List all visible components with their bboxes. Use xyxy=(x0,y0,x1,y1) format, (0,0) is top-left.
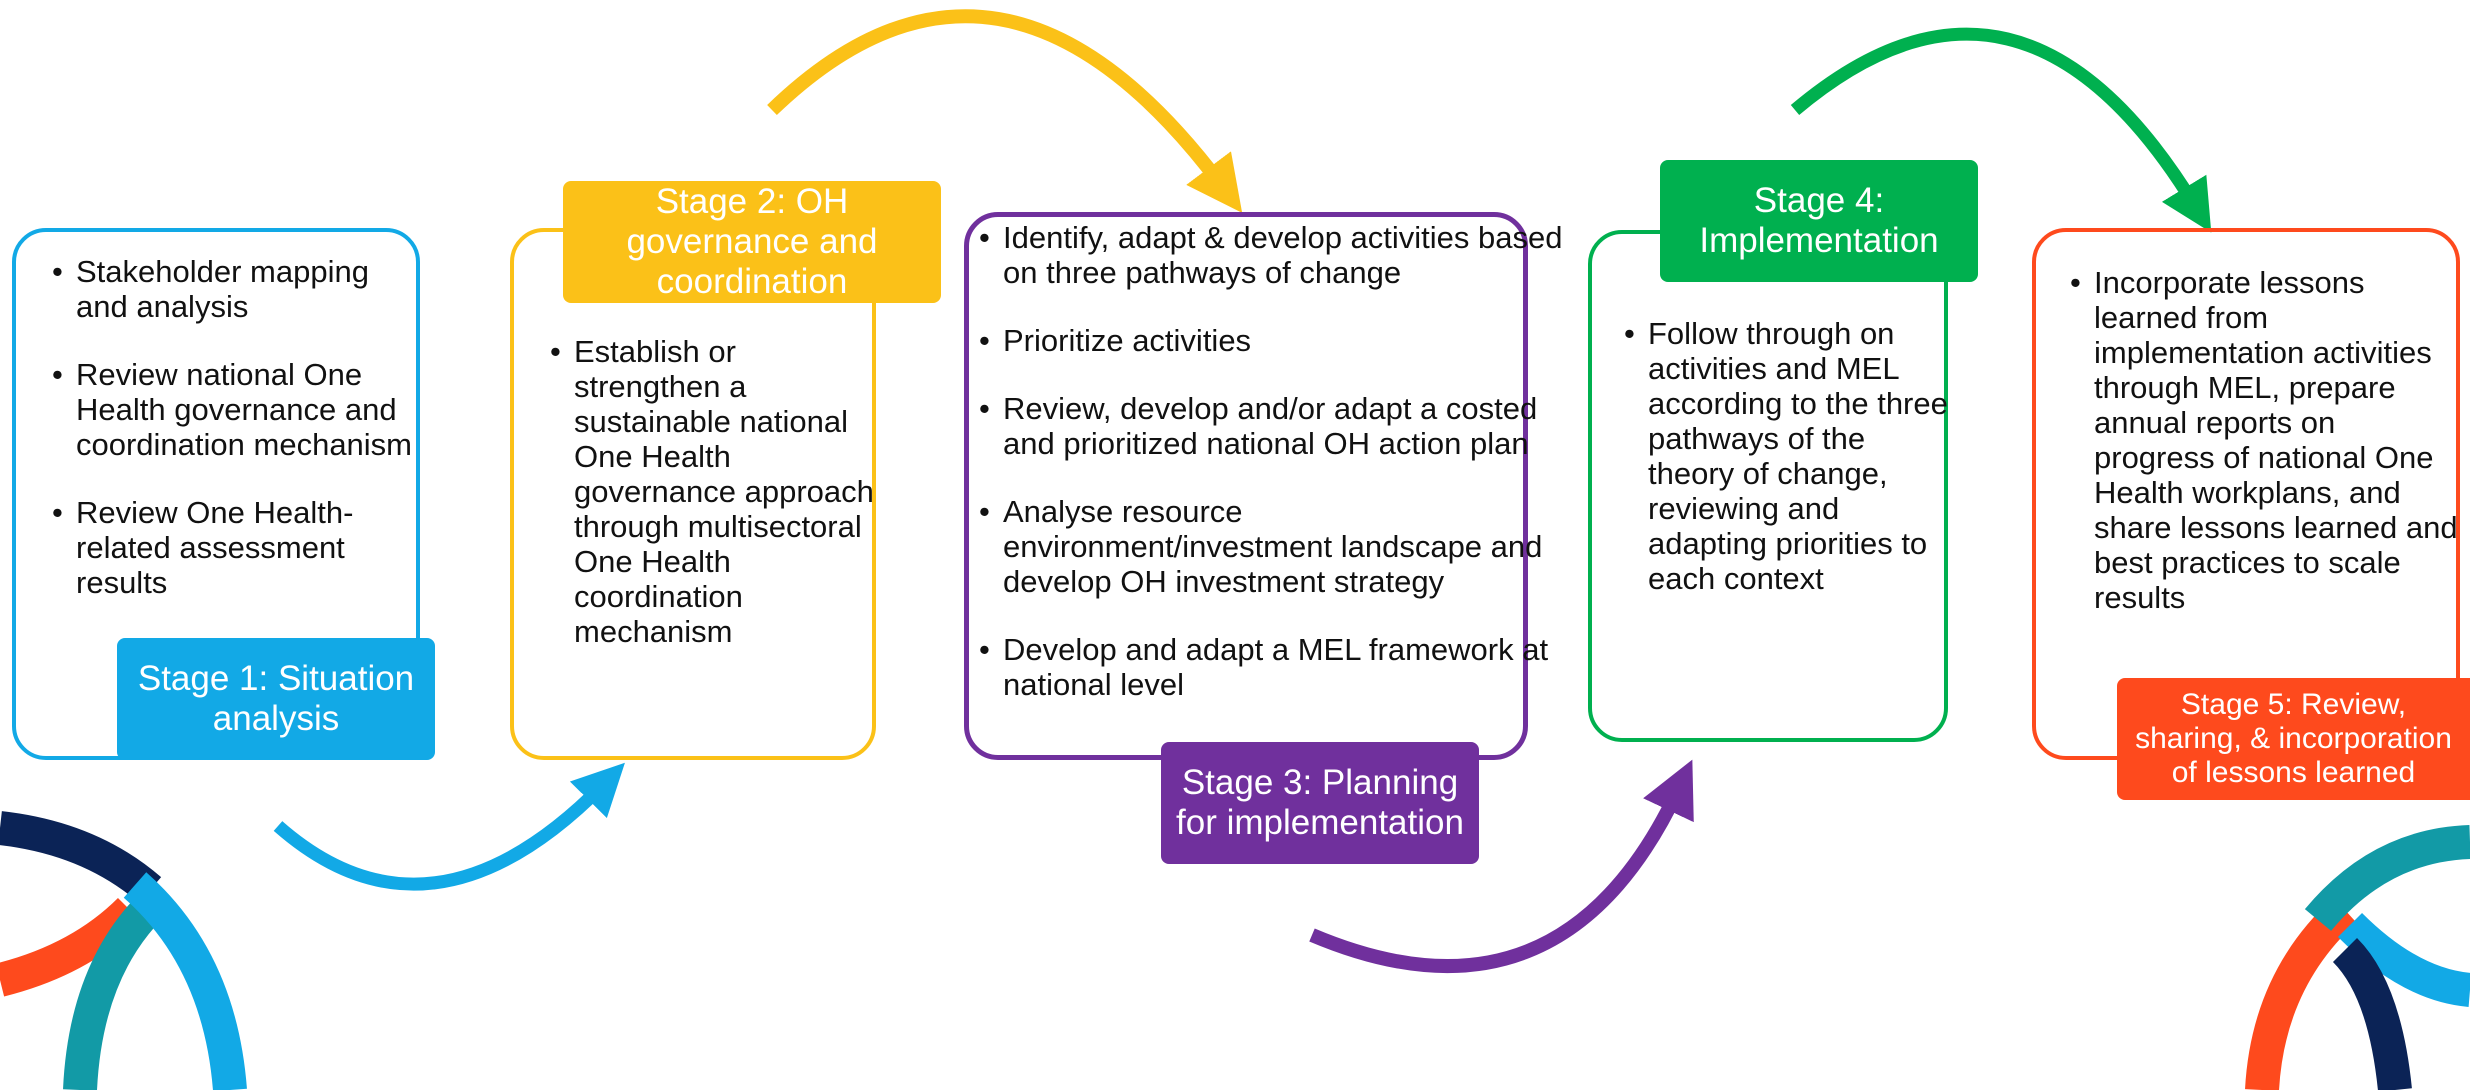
stage1-item: Stakeholder mapping and analysis xyxy=(52,254,416,324)
stage1-items: Stakeholder mapping and analysis Review … xyxy=(50,254,416,600)
deco-arc-blue-left xyxy=(123,872,247,1090)
arrow-stage2-to-stage3 xyxy=(767,9,1243,213)
stage4-items: Follow through on activities and MEL acc… xyxy=(1622,316,1948,596)
stage1-item: Review One Health-related assessment res… xyxy=(52,495,416,600)
deco-arc-navy-left xyxy=(0,811,162,904)
arrow-stage3-to-stage4 xyxy=(1309,759,1694,974)
deco-arc-teal-right xyxy=(2304,825,2470,932)
deco-arc-orange-right xyxy=(2245,897,2357,1090)
stage4-label: Stage 4: Implementation xyxy=(1660,160,1978,282)
stage2-items: Establish or strengthen a sustainable na… xyxy=(548,334,874,649)
stage5-label: Stage 5: Review, sharing, & incorporatio… xyxy=(2117,678,2470,800)
arrow-stage1-to-stage2 xyxy=(273,762,625,891)
deco-arc-blue-right xyxy=(2337,912,2470,1007)
stage3-item: Review, develop and/or adapt a costed an… xyxy=(979,391,1563,461)
stage3-items: Identify, adapt & develop activities bas… xyxy=(977,220,1563,702)
stage3-label: Stage 3: Planning for implementation xyxy=(1161,742,1479,864)
stage2-label: Stage 2: OH governance and coordination xyxy=(563,181,941,303)
stage3-item: Identify, adapt & develop activities bas… xyxy=(979,220,1563,290)
stage5-item: Incorporate lessons learned from impleme… xyxy=(2070,265,2464,615)
stage3-item: Prioritize activities xyxy=(979,323,1563,358)
arrow-stage4-to-stage5 xyxy=(1790,27,2212,233)
stage2-item: Establish or strengthen a sustainable na… xyxy=(550,334,874,649)
stage1-label: Stage 1: Situation analysis xyxy=(117,638,435,760)
deco-arc-navy-right xyxy=(2332,937,2412,1090)
stage5-items: Incorporate lessons learned from impleme… xyxy=(2068,265,2464,615)
stage3-item: Analyse resource environment/investment … xyxy=(979,494,1563,599)
stage3-item: Develop and adapt a MEL framework at nat… xyxy=(979,632,1563,702)
stage4-item: Follow through on activities and MEL acc… xyxy=(1624,316,1948,596)
stage1-item: Review national One Health governance an… xyxy=(52,357,416,462)
